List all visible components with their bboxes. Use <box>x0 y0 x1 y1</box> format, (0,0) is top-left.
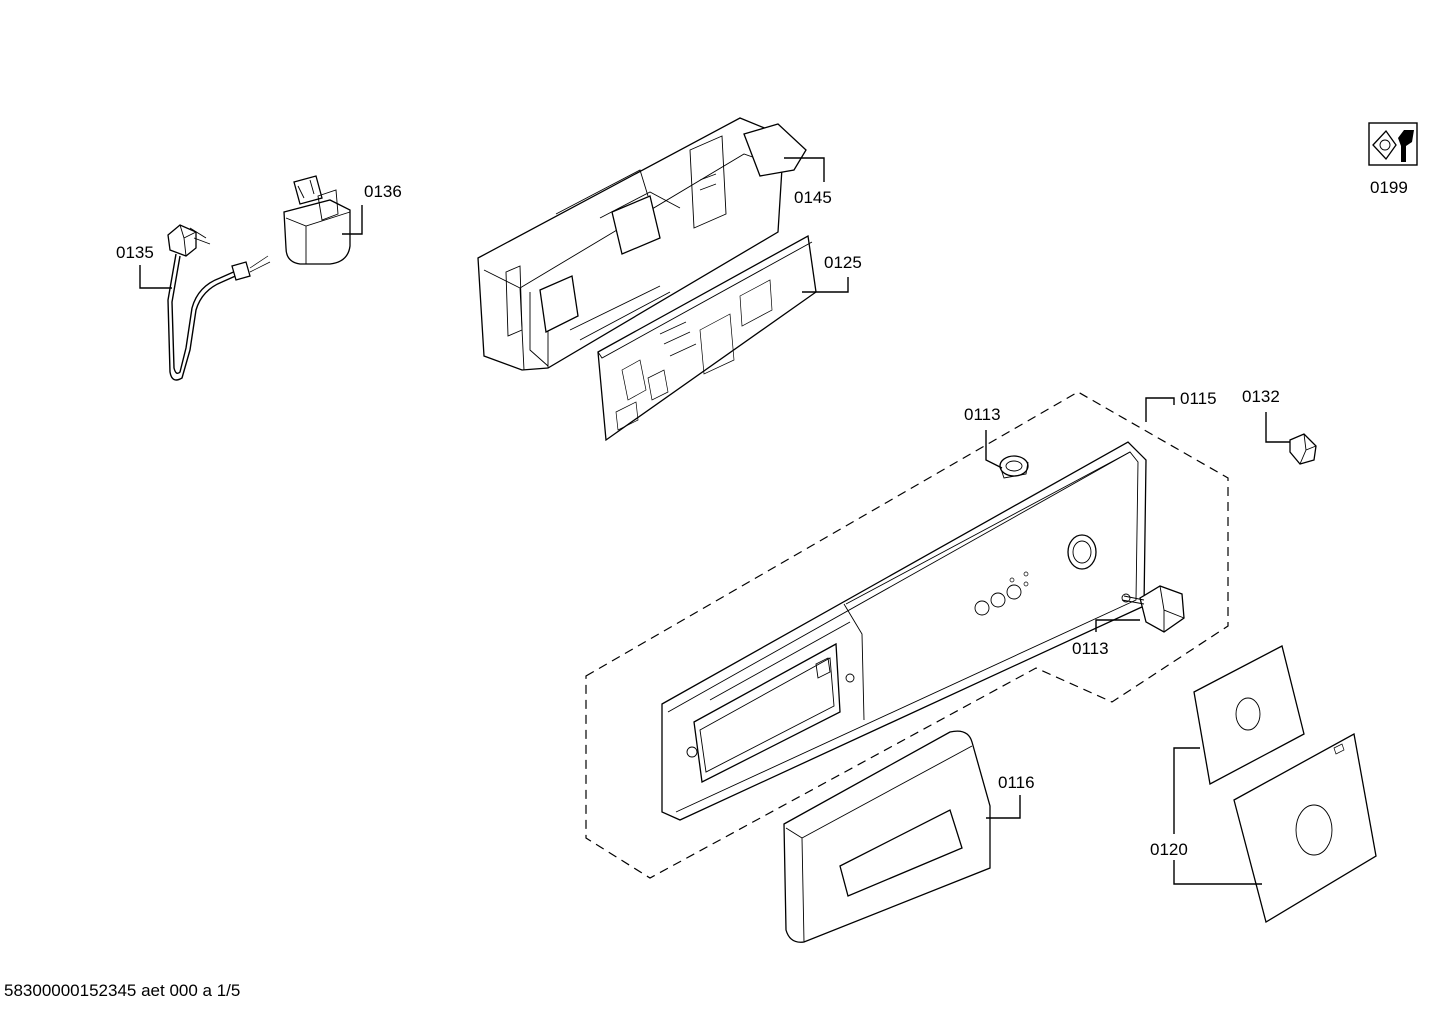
control-module-frame-part <box>477 117 807 371</box>
wrench-tool-icon <box>1368 122 1418 166</box>
panel-cover-part <box>1233 732 1377 924</box>
label-0136: 0136 <box>364 182 402 201</box>
power-cord-part <box>167 224 271 381</box>
fascia-assembly-outline <box>585 391 1229 879</box>
selector-knob-part <box>1121 585 1185 633</box>
label-0125: 0125 <box>824 253 862 272</box>
label-0135: 0135 <box>116 243 154 262</box>
label-0145: 0145 <box>794 188 832 207</box>
leader-lines <box>139 157 1290 885</box>
label-0132: 0132 <box>1242 387 1280 406</box>
control-fascia-part <box>661 441 1147 821</box>
label-0113-bottom: 0113 <box>1072 639 1109 658</box>
label-0116: 0116 <box>998 773 1035 792</box>
knob-indicator-part <box>999 455 1029 479</box>
interference-filter-part <box>283 175 351 265</box>
label-0115: 0115 <box>1180 389 1217 408</box>
detergent-drawer-handle-part <box>783 730 991 943</box>
clip-part <box>1289 433 1317 465</box>
panel-insert-sheet-part <box>1193 645 1305 785</box>
label-0199: 0199 <box>1370 178 1408 197</box>
label-0120: 0120 <box>1150 840 1188 859</box>
drawing-reference-footer: 58300000152345 aet 000 a 1/5 <box>4 981 241 1000</box>
label-0113-top: 0113 <box>964 405 1001 424</box>
